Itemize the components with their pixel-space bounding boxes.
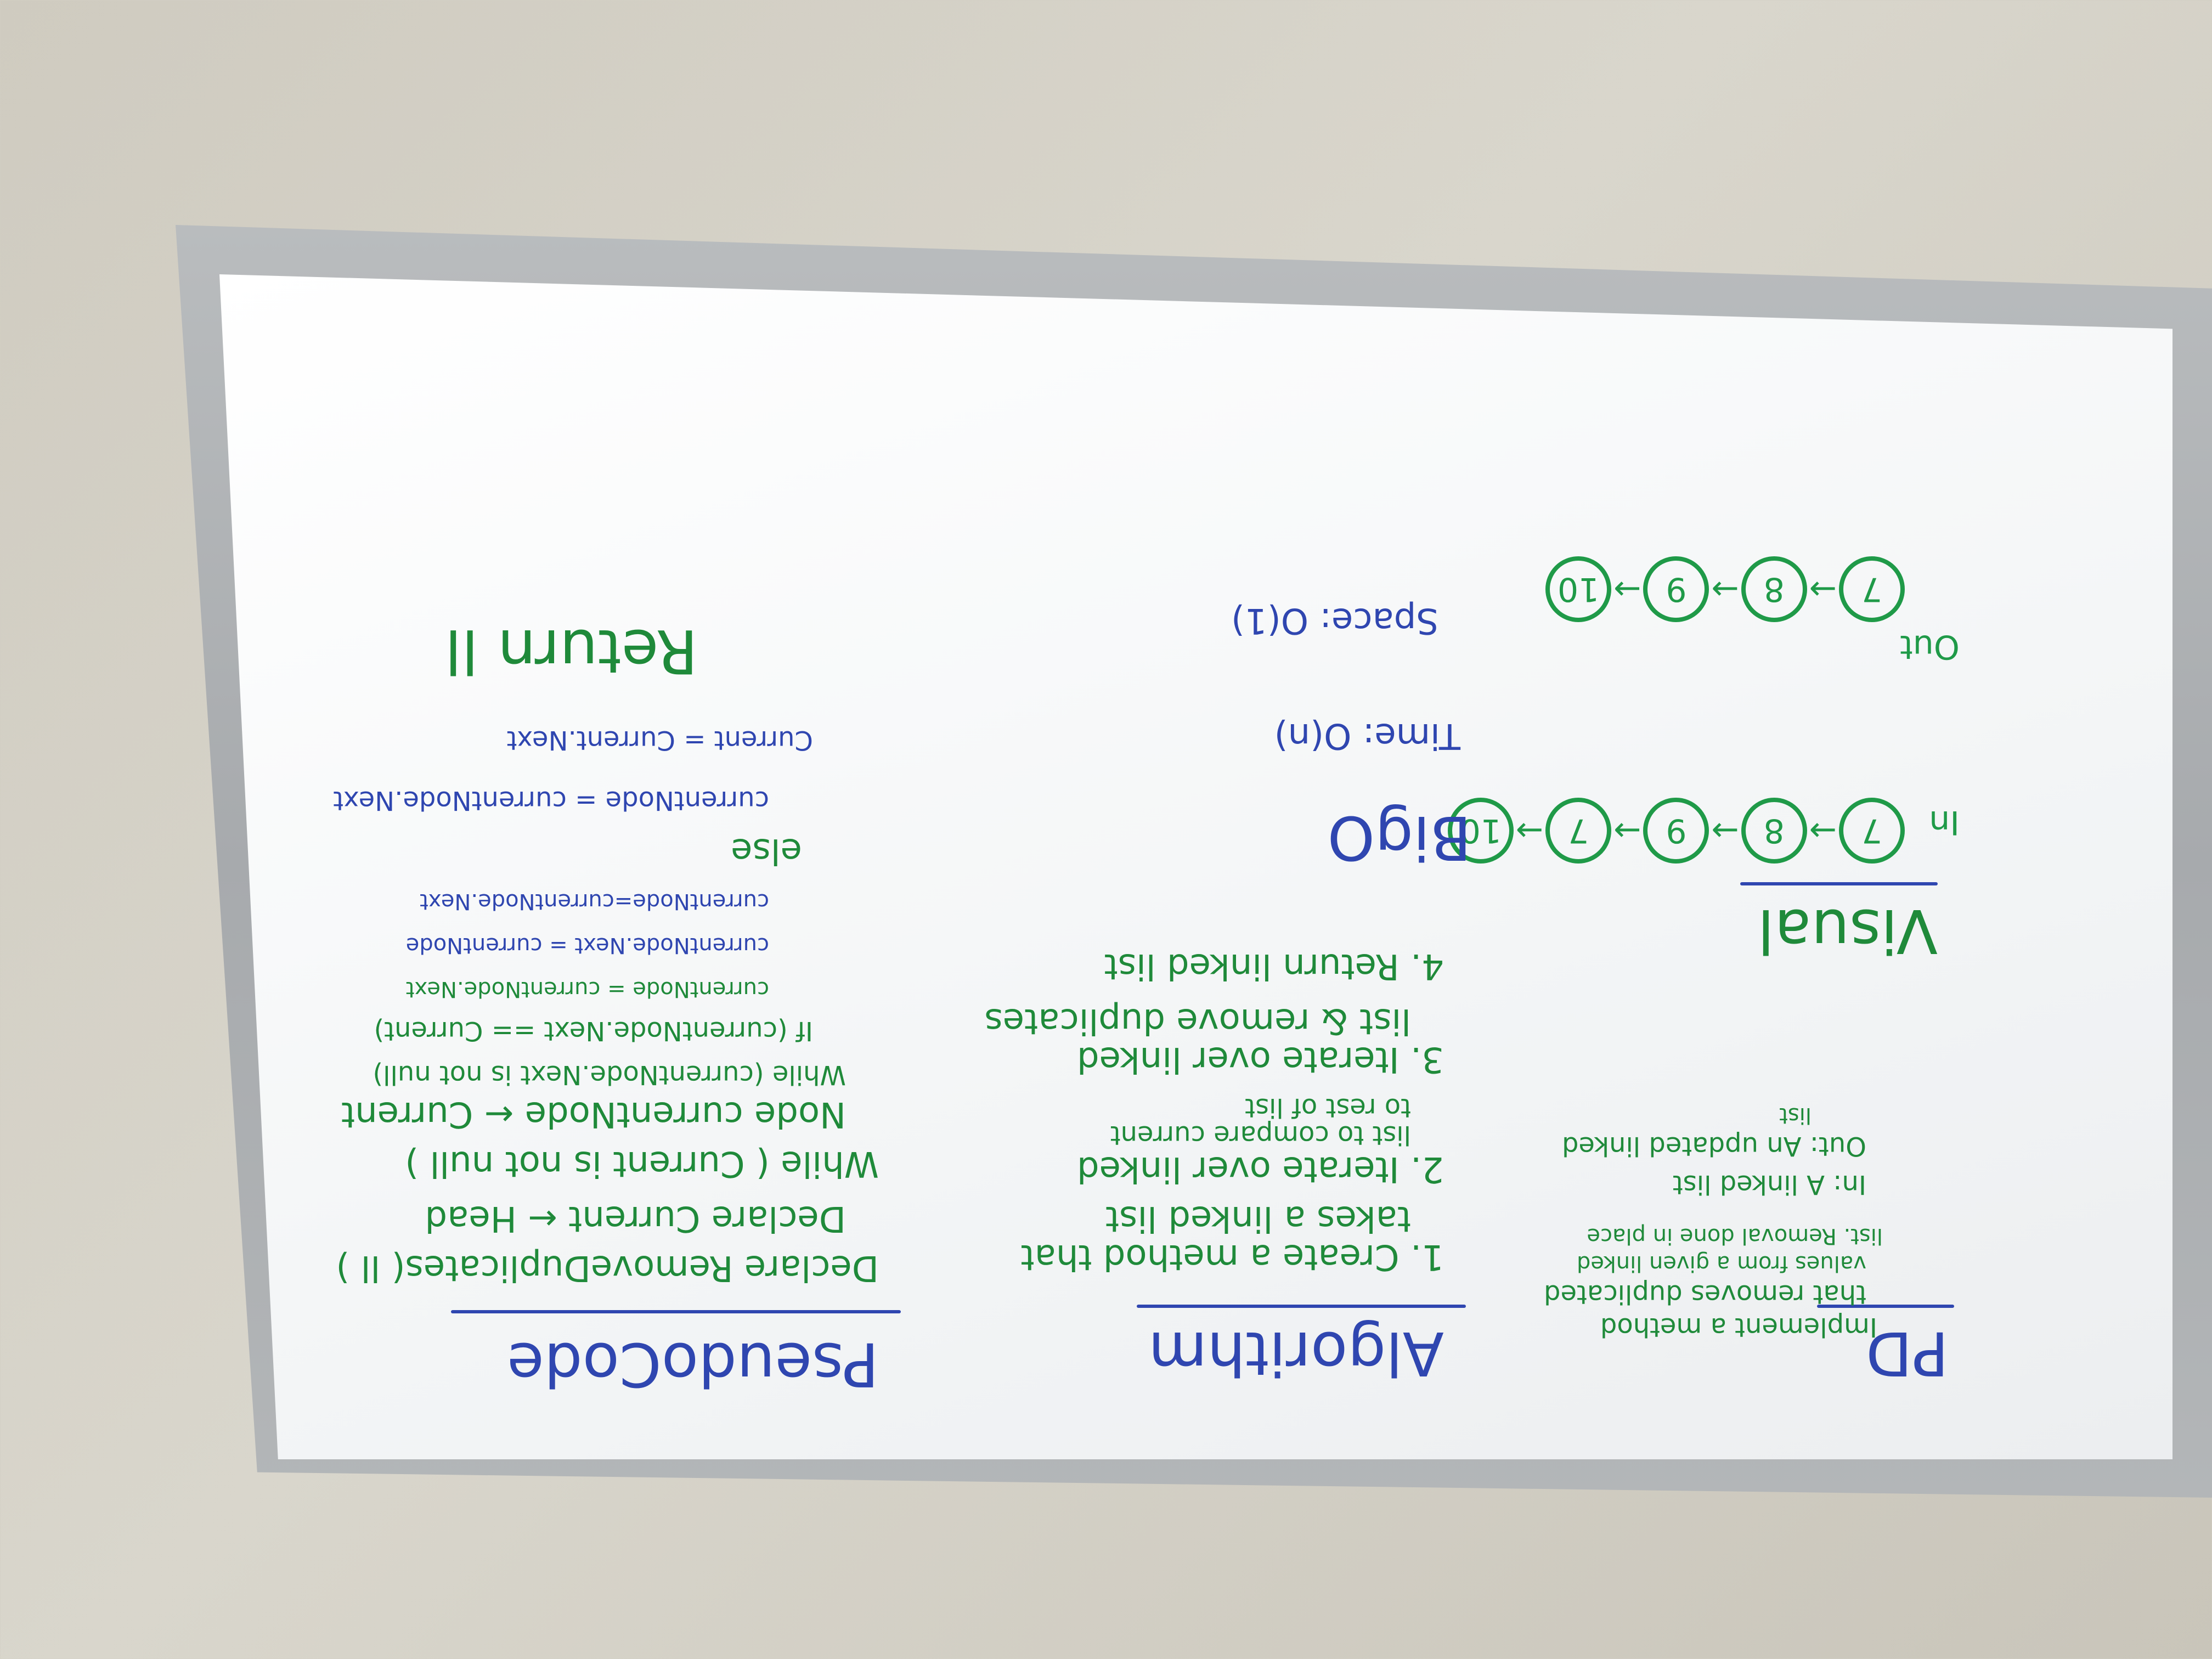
ll-node: 9 bbox=[1643, 798, 1709, 864]
algorithm-step: list & remove duplicates bbox=[984, 1001, 1411, 1041]
algorithm-underline bbox=[1137, 1305, 1466, 1308]
algorithm-step: to rest of list bbox=[1245, 1092, 1411, 1123]
pseudocode-line: currentNode=currentNode.Next bbox=[420, 889, 769, 914]
input-linked-list: 7 → 8 → 9 → 7 → 10 bbox=[1447, 798, 1905, 864]
pseudocode-line: While ( Current is not null ) bbox=[405, 1143, 879, 1184]
pseudocode-line: Node currentNode ← Current bbox=[341, 1094, 846, 1135]
algorithm-step: 3. Iterate over linked bbox=[1076, 1039, 1444, 1080]
algorithm-step: 2. Iterate over linked bbox=[1076, 1149, 1444, 1189]
bigo-space: Space: O(1) bbox=[1231, 600, 1438, 641]
pd-line: list. Removal done in place bbox=[1587, 1223, 1883, 1249]
pseudocode-line: currentNode = currentNode.Next bbox=[405, 977, 769, 1002]
pseudocode-heading: PseudoCode bbox=[507, 1329, 879, 1400]
pd-heading: PD bbox=[1865, 1318, 1949, 1389]
ll-node: 7 bbox=[1839, 556, 1905, 622]
arrow-icon: → bbox=[1711, 811, 1739, 850]
ll-node: 9 bbox=[1643, 556, 1709, 622]
algorithm-step: list to compare current bbox=[1110, 1120, 1411, 1150]
ll-node: 7 bbox=[1545, 798, 1612, 864]
algorithm-step: 4. Return linked list bbox=[1104, 946, 1444, 986]
arrow-icon: → bbox=[1809, 570, 1837, 608]
arrow-icon: → bbox=[1711, 570, 1739, 608]
bigo-heading: BigO bbox=[1327, 803, 1471, 873]
visual-heading: Visual bbox=[1757, 896, 1938, 966]
arrow-icon: → bbox=[1613, 811, 1641, 850]
ll-node: 8 bbox=[1741, 798, 1807, 864]
pd-out: list bbox=[1779, 1103, 1812, 1128]
ll-node: 10 bbox=[1545, 556, 1612, 622]
pd-line: that removes duplicated bbox=[1544, 1279, 1866, 1310]
in-label: In bbox=[1929, 803, 1960, 842]
pd-out: Out: An updated linked bbox=[1562, 1131, 1866, 1161]
pseudocode-line: Declare Current ← Head bbox=[425, 1198, 847, 1239]
algorithm-heading: Algorithm bbox=[1148, 1318, 1444, 1389]
pseudocode-line: If (currentNode.Next == Current) bbox=[374, 1015, 813, 1046]
pd-line: values from a given linked bbox=[1576, 1251, 1866, 1276]
bigo-time: Time: O(n) bbox=[1274, 715, 1460, 756]
pseudocode-line: currentNode.Next = currentNode bbox=[405, 933, 769, 958]
arrow-icon: → bbox=[1613, 570, 1641, 608]
ll-node: 8 bbox=[1741, 556, 1807, 622]
visual-underline bbox=[1740, 882, 1938, 885]
pseudocode-line: Current = Current.Next bbox=[506, 725, 813, 755]
arrow-icon: → bbox=[1515, 811, 1544, 850]
pseudocode-line: Return ll bbox=[444, 616, 698, 686]
pd-line: Implement a method bbox=[1600, 1312, 1877, 1342]
pseudocode-line: Declare RemoveDuplicates( ll ) bbox=[336, 1248, 879, 1288]
whiteboard-surface bbox=[219, 274, 2172, 1459]
algorithm-step: 1. Create a method that bbox=[1020, 1237, 1444, 1277]
arrow-icon: → bbox=[1809, 811, 1837, 850]
out-label: Out bbox=[1900, 628, 1960, 666]
pseudocode-line: While (currentNode.Next is not null) bbox=[373, 1059, 846, 1090]
pseudocode-line: else bbox=[731, 831, 802, 871]
pd-in: In: A linked list bbox=[1672, 1169, 1866, 1200]
algorithm-step: takes a linked list bbox=[1105, 1198, 1411, 1239]
pseudocode-line: currentNode = currentNode.Next bbox=[333, 785, 769, 816]
ll-node: 7 bbox=[1839, 798, 1905, 864]
pseudocode-underline bbox=[451, 1310, 901, 1313]
output-linked-list: 7 → 8 → 9 → 10 bbox=[1545, 556, 1905, 622]
